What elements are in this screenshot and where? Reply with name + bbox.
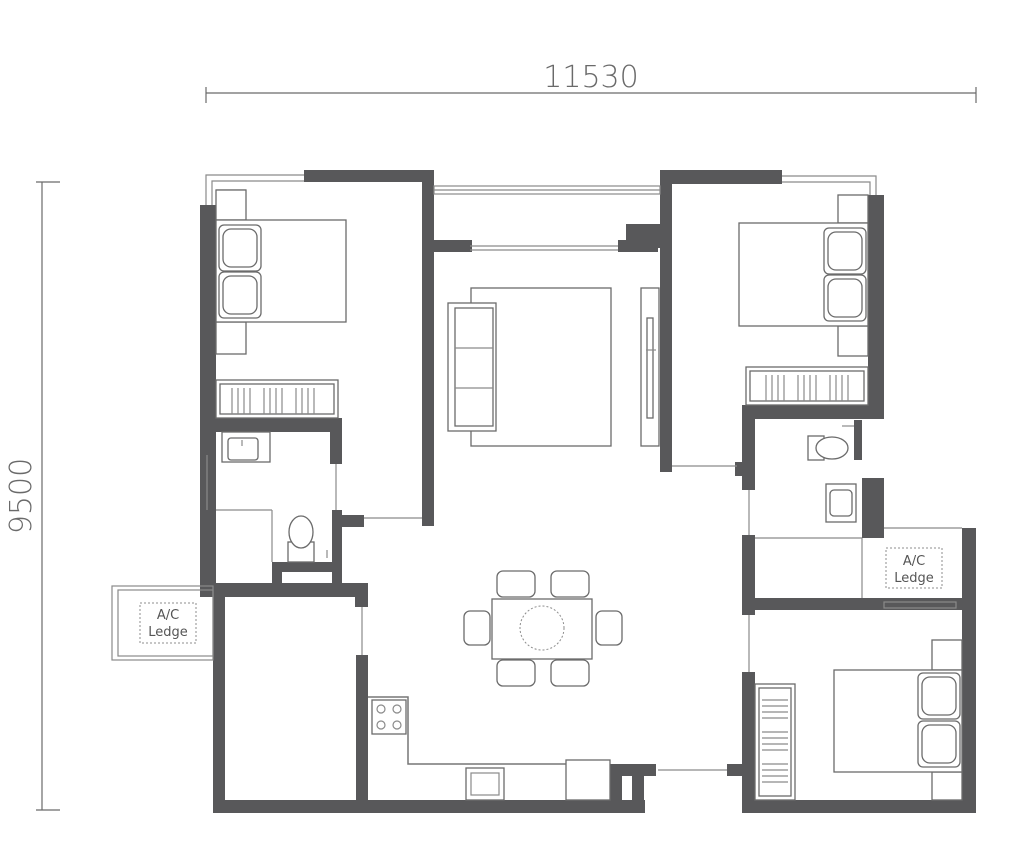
bathroom-1 — [216, 431, 328, 563]
dining-set — [463, 570, 623, 687]
ac-ledge-right-line2: Ledge — [894, 571, 934, 586]
bedroom-3-furniture — [754, 639, 963, 801]
bedroom-2-furniture — [738, 194, 869, 406]
kitchen — [368, 696, 611, 801]
bedroom-1-furniture — [215, 189, 347, 419]
bathroom-2 — [755, 425, 862, 539]
ac-ledge-left: A/C Ledge — [139, 602, 197, 644]
height-dimension: 9500 — [4, 181, 60, 811]
ac-ledge-left-line1: A/C — [157, 608, 179, 623]
height-dimension-label: 9500 — [4, 458, 39, 534]
cooktop — [371, 699, 407, 735]
ac-ledge-right: A/C Ledge — [885, 547, 943, 589]
living-area — [447, 287, 660, 447]
window-frames — [111, 174, 962, 771]
ac-ledge-right-line1: A/C — [903, 554, 925, 569]
toilet — [288, 515, 314, 549]
dining-table — [491, 598, 593, 660]
walls — [200, 170, 976, 813]
ac-ledge-left-line2: Ledge — [148, 625, 188, 640]
fridge — [565, 759, 611, 801]
toilet — [815, 436, 849, 460]
width-dimension-label: 11530 — [543, 60, 638, 95]
width-dimension: 11530 — [205, 60, 977, 103]
